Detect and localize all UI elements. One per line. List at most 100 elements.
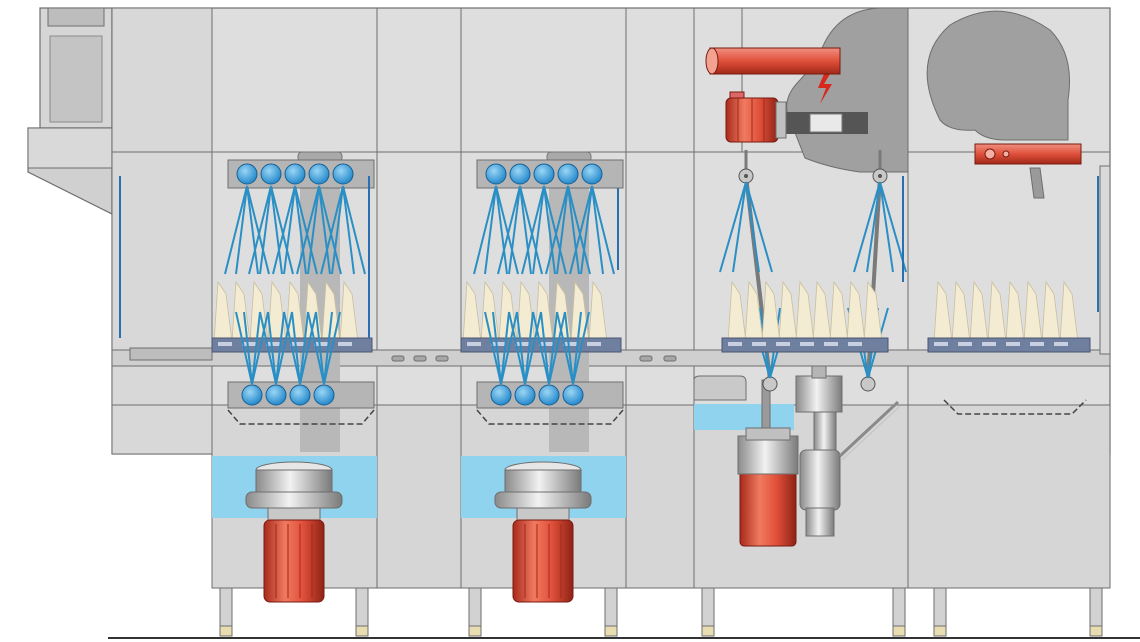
strainer (476, 409, 624, 425)
spray-nozzle (514, 384, 536, 406)
rack-slot (539, 342, 553, 346)
spray-jet (270, 185, 283, 275)
spray-jet (473, 185, 497, 275)
rack-slot (958, 342, 972, 346)
spray-nozzle (308, 163, 330, 185)
spray-jet (500, 311, 518, 385)
rinse-pump-motor (739, 469, 797, 547)
spray-jet (251, 311, 269, 385)
spray-jet (495, 185, 508, 275)
spray-jet (315, 311, 325, 385)
rack-slot (266, 342, 280, 346)
spray-jet (519, 185, 543, 275)
spray-nozzle (562, 384, 584, 406)
rack-slot (491, 342, 505, 346)
rack-slot (1054, 342, 1068, 346)
spray-jet (283, 185, 296, 275)
spray-jet (524, 311, 542, 385)
spray-jet (323, 311, 341, 385)
spray-jet (591, 185, 615, 275)
rack-slot (314, 342, 328, 346)
spray-nozzle (485, 163, 507, 185)
spray-nozzle (533, 163, 555, 185)
drying-fan (926, 10, 1082, 199)
drying-blower-housing (784, 7, 909, 173)
pump-housing (255, 469, 333, 493)
exit-frame (1099, 165, 1111, 355)
rinse-water-tank (694, 404, 794, 430)
spray-jet (572, 311, 590, 385)
wash-pump-motor (263, 519, 325, 603)
spray-jet (545, 185, 569, 275)
spray-jet (342, 185, 366, 275)
spray-jet (331, 185, 344, 275)
spray-jet (275, 311, 285, 385)
spray-jet (745, 181, 773, 273)
rinse-spray-assembly (719, 150, 907, 392)
spray-jet (246, 185, 259, 275)
rack-slot (467, 342, 481, 346)
spray-nozzle (265, 384, 287, 406)
spray-jet (296, 185, 320, 275)
spray-jet (246, 185, 270, 275)
spray-jet (543, 185, 556, 275)
rack-slot (218, 342, 232, 346)
spray-nozzle (260, 163, 282, 185)
spray-jet (259, 185, 272, 275)
spray-jet (484, 185, 497, 275)
spray-jet (580, 185, 593, 275)
spray-jet (745, 181, 760, 273)
spray-jet (294, 185, 318, 275)
wash-zone-2 (368, 151, 626, 603)
spray-nozzle (509, 163, 531, 185)
spray-jet (323, 311, 333, 385)
spray-jet (853, 181, 881, 273)
spray-jet (567, 185, 580, 275)
spray-jet (516, 311, 526, 385)
spray-jet (879, 181, 907, 273)
spray-jet (567, 185, 591, 275)
spray-jet (307, 311, 325, 385)
rack-slot (982, 342, 996, 346)
spray-nozzle (236, 163, 258, 185)
wash-pump-motor (512, 519, 574, 603)
spray-jet (275, 311, 293, 385)
pump-housing (504, 469, 582, 493)
rack-slot (242, 342, 256, 346)
spray-jet (318, 185, 331, 275)
drying-drip-tray (943, 399, 1087, 415)
pivot-joint (762, 376, 778, 392)
pivot-pin (744, 174, 748, 178)
spray-jet (564, 311, 574, 385)
spray-jet (492, 311, 502, 385)
rack-slot (824, 342, 838, 346)
spray-jet (540, 311, 550, 385)
rinse-zone (693, 365, 901, 547)
spray-jet (591, 185, 604, 275)
pivot-joint (860, 376, 876, 392)
spray-jet (291, 311, 301, 385)
spray-jet (532, 185, 545, 275)
drying-heater (974, 143, 1082, 165)
spray-jet (548, 311, 566, 385)
pump-flange (245, 491, 343, 509)
spray-jet (543, 185, 567, 275)
spray-jet (521, 185, 545, 275)
spray-jet (235, 185, 248, 275)
rack-slot (563, 342, 577, 346)
spray-jet (497, 185, 521, 275)
spray-jet (272, 185, 296, 275)
lightning-hazard-icon (818, 74, 832, 104)
strainer (227, 409, 375, 425)
spray-jet (318, 185, 342, 275)
spray-nozzle (332, 163, 354, 185)
spray-jet (294, 185, 307, 275)
booster-pump (799, 449, 841, 511)
spray-jet (307, 185, 320, 275)
spray-jet (299, 311, 309, 385)
spray-jet (495, 185, 519, 275)
rack-slot (290, 342, 304, 346)
spray-jet (484, 311, 502, 385)
spray-jet (283, 311, 301, 385)
